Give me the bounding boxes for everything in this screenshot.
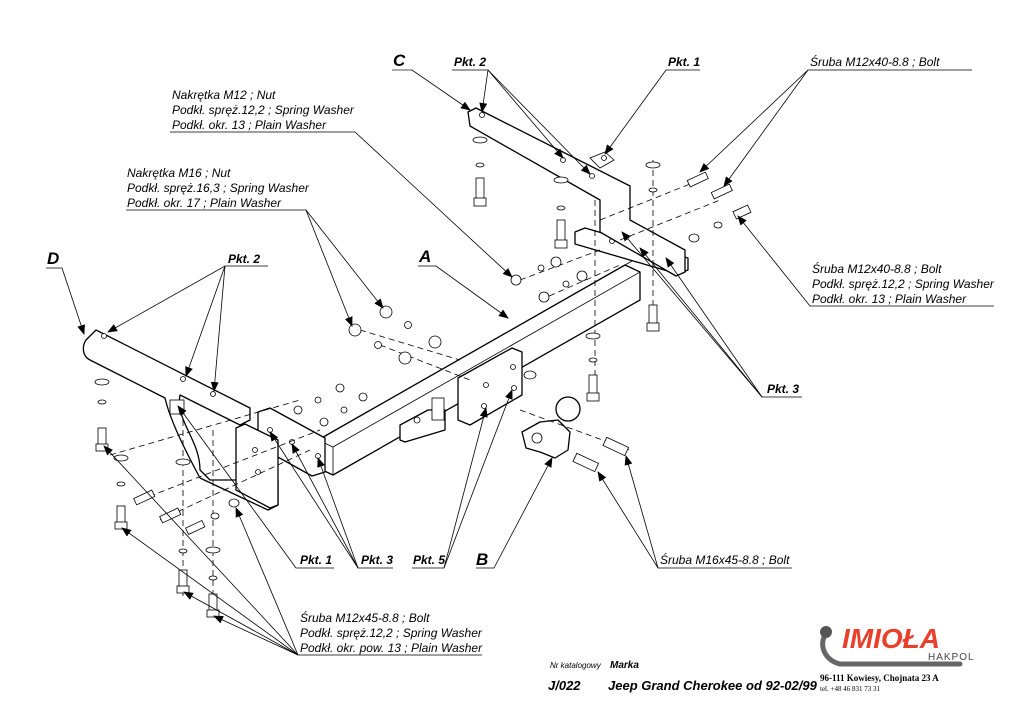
vehicle-name: Jeep Grand Cherokee	[608, 678, 742, 693]
label-nut-m12-line3: Podkł. okr. 13 ; Plain Washer	[172, 118, 327, 132]
label-bolt-m12x40-right-line2: Podkł. spręż.12,2 ; Spring Washer	[812, 277, 995, 291]
label-nut-m12-line2: Podkł. spręż.12,2 ; Spring Washer	[172, 103, 355, 117]
company-address: 96-111 Kowiesy, Chojnata 23 A	[820, 673, 939, 683]
label-pkt3-bottom: Pkt. 3	[361, 553, 393, 567]
tow-ball-b	[521, 396, 581, 459]
label-pkt5-bottom: Pkt. 5	[413, 553, 445, 567]
label-bolt-m16x45: Śruba M16x45-8.8 ; Bolt	[660, 552, 790, 567]
label-pkt2-top: Pkt. 2	[454, 55, 486, 69]
leader-lines	[46, 69, 994, 656]
socket-bracket	[399, 397, 446, 443]
company-phone: tel. +48 46 831 73 31	[820, 685, 880, 693]
label-b: B	[476, 550, 488, 569]
fasteners	[94, 136, 752, 618]
label-d: D	[47, 249, 59, 268]
label-bolt-m12x45-line1: Śruba M12x45-8.8 ; Bolt	[300, 610, 430, 625]
left-end-plate	[257, 407, 326, 477]
label-bolt-m12x45-line3: Podkł. okr. pow. 13 ; Plain Washer	[300, 641, 483, 655]
label-pkt1-bottom: Pkt. 1	[300, 553, 332, 567]
label-bolt-m12x45-line2: Podkł. spręż.12,2 ; Spring Washer	[300, 626, 483, 640]
label-nut-m16-line1: Nakrętka M16 ; Nut	[127, 166, 231, 180]
label-nut-m16-line2: Podkł. spręż.16,3 ; Spring Washer	[127, 181, 310, 195]
label-pkt1-top: Pkt. 1	[668, 55, 700, 69]
catalog-number-label: Nr katalogowy	[550, 661, 602, 670]
logo-text: IMIOŁA	[842, 623, 940, 654]
label-bolt-m12x40-right-line1: Śruba M12x40-8.8 ; Bolt	[812, 261, 942, 276]
label-a: A	[418, 247, 431, 266]
label-nut-m12-line1: Nakrętka M12 ; Nut	[172, 88, 276, 102]
bracket-d	[82, 329, 279, 511]
label-nut-m16-line3: Podkł. okr. 17 ; Plain Washer	[127, 196, 282, 210]
company-logo: IMIOŁA HAKPOL 96-111 Kowiesy, Chojnata 2…	[820, 623, 975, 693]
title-block: Nr katalogowy Marka J/022 Jeep Grand Che…	[548, 660, 818, 693]
labels: C Pkt. 2 Pkt. 1 Śruba M12x40-8.8 ; Bolt …	[47, 51, 995, 655]
label-pkt2-left: Pkt. 2	[228, 252, 260, 266]
brand-label: Marka	[610, 660, 639, 671]
label-bolt-m12x40-right-line3: Podkł. okr. 13 ; Plain Washer	[812, 292, 967, 306]
label-bolt-m12x40-top: Śruba M12x40-8.8 ; Bolt	[810, 54, 940, 69]
label-pkt3-right: Pkt. 3	[767, 382, 799, 396]
catalog-number: J/022	[548, 678, 581, 693]
vehicle-years: od 92-02/99	[746, 678, 818, 693]
logo-subbrand: HAKPOL	[928, 652, 975, 663]
tow-ball-logo-icon	[820, 626, 832, 638]
label-c: C	[393, 51, 406, 70]
